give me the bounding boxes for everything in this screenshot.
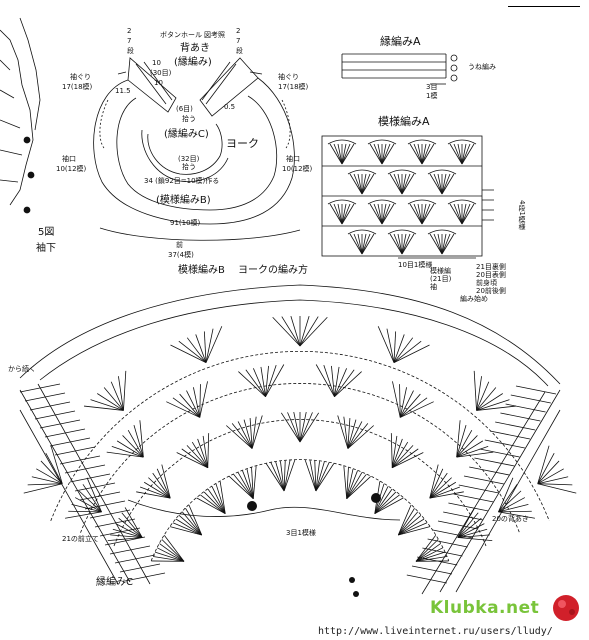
pattern-a-legend-6: 前身頃 [476, 279, 497, 287]
edge-a-count-unit: 1模 [426, 92, 438, 100]
pattern-a-legend-4: 21目裏側 [476, 263, 506, 271]
edge-a-count: 3目 [426, 83, 438, 91]
yoke-neck-back-l: 袖ぐり [70, 73, 91, 81]
pattern-a-row-side: 4段1模様 [518, 200, 526, 230]
yoke-m-05: 0.5 [224, 103, 236, 111]
yoke-m-top-left-b: 7 [127, 37, 132, 45]
yoke-sleeve-l2: 10(12模) [56, 165, 87, 173]
yoke-stitch-note: 34 (鎖92目=10模)作る [144, 177, 220, 185]
yoke-pattern-b: (模様編みB) [156, 195, 211, 206]
pattern-b-title-suffix: ヨークの編み方 [238, 265, 308, 276]
pattern-b-left-front: 21の前立て [62, 535, 99, 543]
edge-a-title: 縁編みA [380, 35, 421, 48]
yoke-bottom-91: 91(10模) [170, 219, 201, 227]
pattern-a-repeat: 10目1模様 [398, 261, 433, 269]
yoke-m-32b: 拾う [182, 163, 196, 171]
yoke-label: ヨーク [226, 137, 259, 150]
pattern-b-bottom-center: 3目1模様 [286, 529, 316, 537]
pattern-b-title: 模様編みB [178, 265, 225, 276]
yoke-sleeve-r2: 10(12模) [282, 165, 313, 173]
yoke-buttonhole: ボタンホール [160, 31, 202, 39]
yoke-m-32: (32目) [178, 155, 200, 163]
yoke-neck-back-r2: 17(18模) [278, 83, 309, 91]
yoke-back-opening: 背あき [180, 43, 210, 54]
yoke-front2: 37(4模) [168, 251, 194, 259]
pattern-a-chart [321, 135, 494, 259]
yoke-m-top-left-unit: 段 [127, 47, 134, 55]
brand-badge [553, 595, 579, 621]
pattern-a-legend-7: 20前後側 [476, 287, 506, 295]
watermark-url: http://www.liveinternet.ru/users/lludy/ [318, 626, 553, 637]
yoke-m-115: 11.5 [115, 87, 131, 95]
yoke-m-top-right: 2 [236, 27, 241, 35]
yoke-schematic [93, 57, 301, 241]
yoke-m-top-right-b: 7 [236, 37, 241, 45]
pattern-a-title: 模様編みA [378, 115, 430, 128]
pattern-b-left-cont: から続く [8, 365, 36, 373]
watermark-brand: Klubka.net [430, 598, 540, 618]
pattern-a-legend-2: (21目) [430, 275, 452, 283]
yoke-back-band: (縁編み) [174, 57, 212, 68]
pattern-a-legend-3: 袖 [430, 283, 437, 291]
yoke-m-10b: 10 [154, 79, 163, 87]
circle-markers [247, 493, 381, 597]
yoke-m-30: (30目) [150, 69, 172, 77]
pattern-b-edge-c: 縁編みC [96, 577, 133, 588]
fig5-label: 5図 [38, 227, 55, 238]
yoke-neck-back-r: 袖ぐり [278, 73, 299, 81]
yoke-m-10: 10 [152, 59, 161, 67]
yoke-see-figure: 図考照 [204, 31, 225, 39]
yoke-neck-back-l2: 17(18模) [62, 83, 93, 91]
yoke-sleeve-l: 袖口 [62, 155, 76, 163]
left-edge-partial-chart [0, 17, 41, 214]
pattern-a-start: 編み始め [460, 295, 488, 303]
yoke-m-6b: 拾う [182, 115, 196, 123]
yoke-edge-c: (縁編みC) [164, 129, 209, 140]
pattern-b-chart [19, 284, 577, 595]
top-rule [508, 6, 580, 7]
edge-a-note: うね編み [468, 63, 496, 71]
edge-a-strip [341, 53, 458, 85]
yoke-m-6: (6目) [176, 105, 193, 113]
yoke-sleeve-r: 袖口 [286, 155, 300, 163]
pattern-a-legend-5: 20目表側 [476, 271, 506, 279]
yoke-m-top-left: 2 [127, 27, 132, 35]
pattern-b-right-back: 20の背あき [492, 515, 529, 523]
pattern-a-legend-1: 模様編 [430, 267, 451, 275]
yoke-front: 前 [176, 241, 183, 249]
yoke-m-top-right-unit: 段 [236, 47, 243, 55]
fig5-sub: 袖下 [36, 243, 56, 254]
